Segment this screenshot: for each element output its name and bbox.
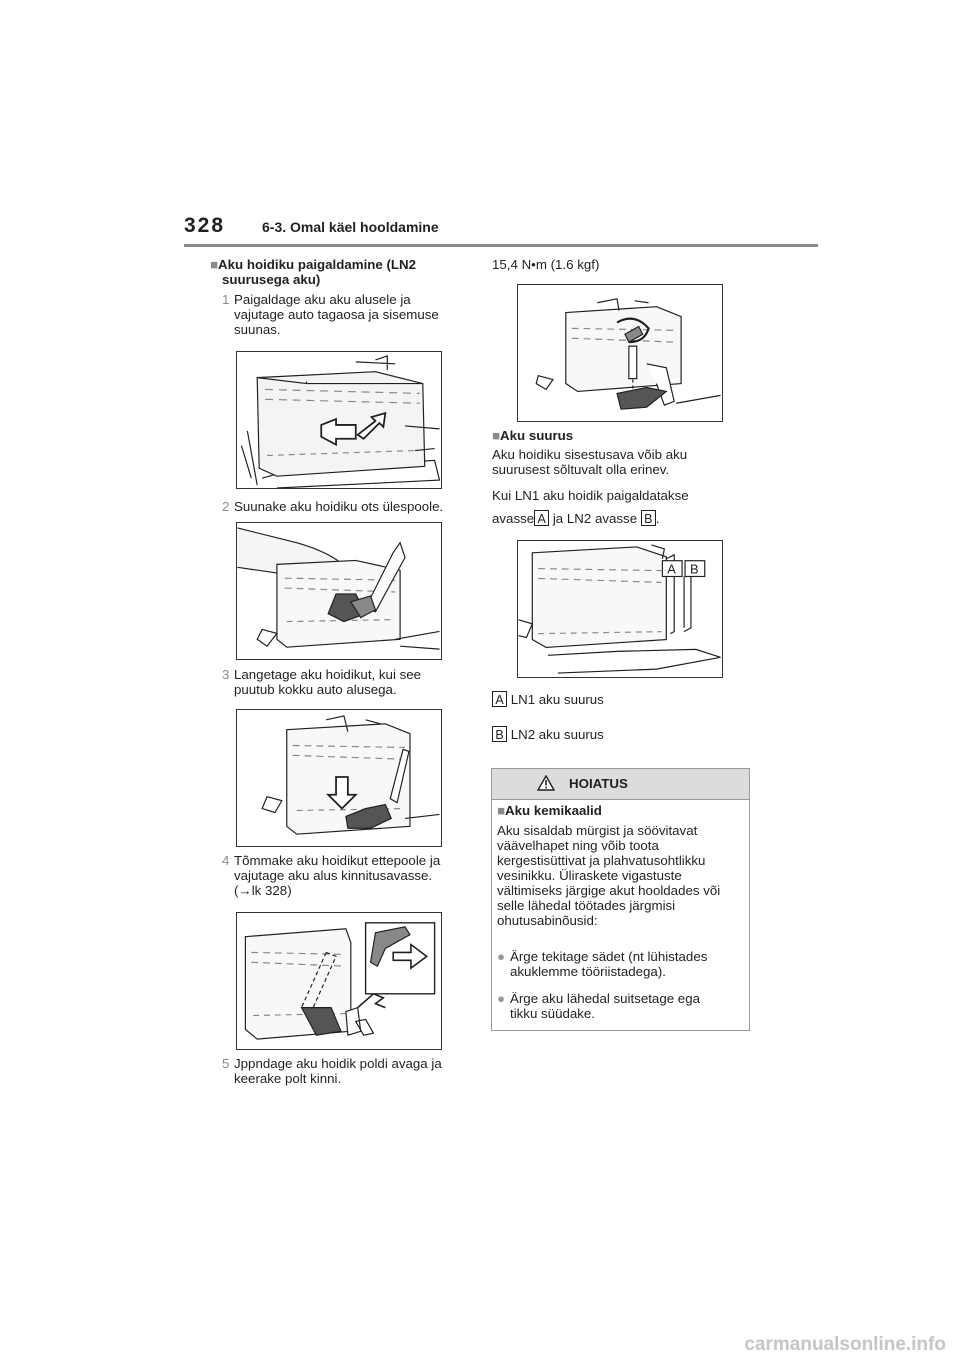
warning-body: vesinikku. Üliraskete vigastuste [497,868,682,883]
section-heading: ■Aku hoidiku paigaldamine (LN2 [210,257,417,272]
step-number: 3 [222,667,230,682]
step-text: Jppndage aku hoidik poldi avaga ja [234,1056,442,1071]
header-divider [184,244,818,247]
step-text: puutub kokku auto alusega. [234,682,397,697]
step-number: 2 [222,499,230,514]
step-number: 1 [222,292,230,307]
warning-body: Aku sisaldab mürgist ja söövitavat [497,823,698,838]
warning-bullet: tikku süüdake. [510,1006,596,1021]
figure-holder-down [236,709,442,847]
step-text: Langetage aku hoidikut, kui see [234,667,422,682]
label-b-box: B [492,726,507,742]
step-text[interactable]: (→lk 328) [234,883,292,898]
legend-a: A LN1 aku suurus [492,691,604,708]
warning-header: HOIATUS [492,769,749,800]
svg-text:A: A [667,562,676,577]
step-text: Suunake aku hoidiku ots ülespoole. [234,499,444,514]
size-heading: ■Aku suurus [492,428,574,443]
label-a-box: A [492,691,507,707]
install-text: Kui LN1 aku hoidik paigaldatakse [492,488,689,503]
square-bullet-icon: ■ [492,428,501,443]
figure-bolt-tighten [517,284,723,422]
label-b-box: B [640,510,656,526]
watermark: carmanualsonline.info [744,1334,946,1355]
warning-triangle-icon [537,775,555,791]
circle-bullet-icon: ● [497,949,506,964]
torque-spec: 15,4 N•m (1.6 kgf) [492,257,600,272]
section-heading-line2: suurusega aku) [222,272,321,287]
warning-title: HOIATUS [569,776,628,791]
warning-subheading: ■Aku kemikaalid [497,803,602,818]
step-text: keerake polt kinni. [234,1071,342,1086]
size-text: suurusest sõltuvalt olla erinev. [492,462,670,477]
warning-body: selle lähedal töötades järgmisi [497,898,676,913]
legend-b: B LN2 aku suurus [492,726,604,743]
step-text: Paigaldage aku aku alusele ja [234,292,411,307]
step-number: 5 [222,1056,230,1071]
square-bullet-icon: ■ [210,257,219,272]
warning-body: ohutusabinõusid: [497,913,598,928]
step-text: suunas. [234,322,281,337]
step-text: vajutage auto tagaosa ja sisemuse [234,307,439,322]
warning-bullet: Ärge aku lähedal suitsetage ega [510,991,700,1006]
warning-body: kergestisüttivat ja plahvatusohtlikku [497,853,706,868]
step-text: Tõmmake aku hoidikut ettepoole ja [234,853,441,868]
warning-body: väävelhapet ning võib toota [497,838,659,853]
figure-battery-size: A B [517,540,723,678]
square-bullet-icon: ■ [497,803,506,818]
step-text: vajutage aku alus kinnitusavasse. [234,868,433,883]
warning-box: HOIATUS ■Aku kemikaalid Aku sisaldab mür… [491,768,750,1031]
section-title: 6-3. Omal käel hooldamine [262,219,439,235]
warning-bullet: Ärge tekitage sädet (nt lühistades [510,949,708,964]
figure-holder-up [236,522,442,660]
size-text: Aku hoidiku sisestusava võib aku [492,447,688,462]
figure-battery-push [236,351,442,489]
warning-body: vältimiseks järgige akut hooldades või [497,883,721,898]
figure-holder-pull [236,912,442,1050]
step-number: 4 [222,853,230,868]
page-number: 328 [184,214,226,237]
svg-text:B: B [690,562,699,577]
circle-bullet-icon: ● [497,991,506,1006]
label-a-box: A [534,510,550,526]
warning-bullet: akuklemme tööriistadega). [510,964,666,979]
